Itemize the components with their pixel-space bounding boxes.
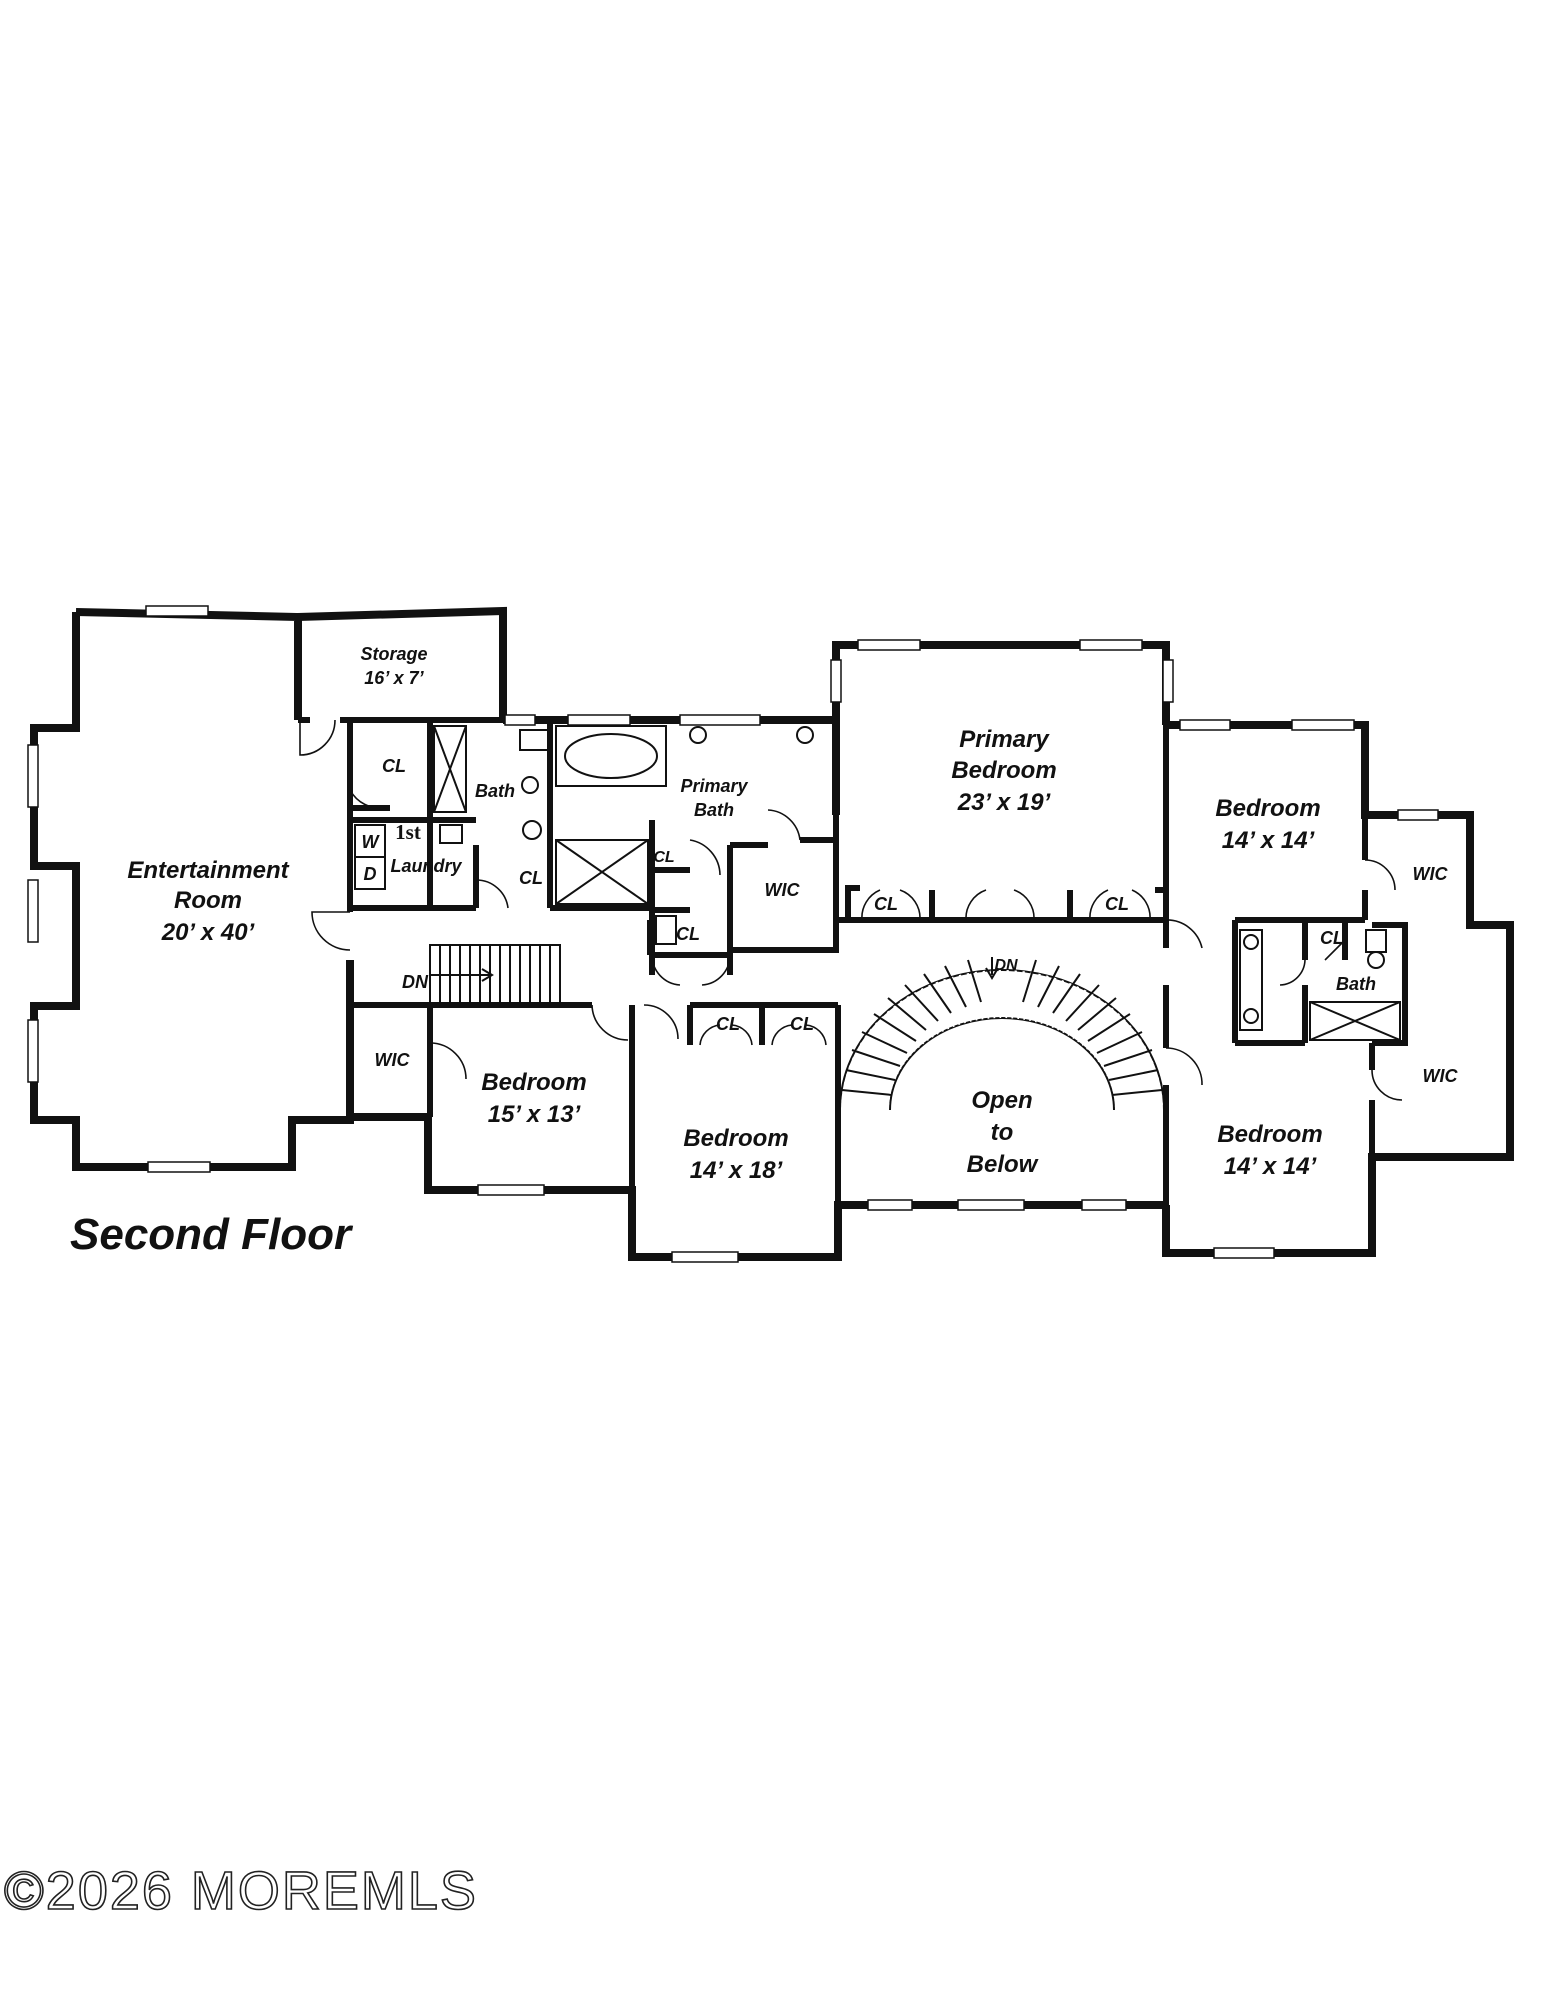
windows — [27, 605, 1439, 1263]
cl-label-hall: CL — [519, 868, 543, 888]
cl-label-primary-right: CL — [1105, 894, 1129, 914]
bath-label-left: Bath — [475, 781, 515, 801]
entertainment-room-label-2: Room — [174, 887, 242, 914]
wic-label-se: WIC — [1423, 1066, 1459, 1086]
cl-label-laundry: CL — [382, 756, 406, 776]
primary-bedroom-label-2: Bedroom — [951, 757, 1056, 784]
cl-label-bath-right: CL — [1320, 928, 1344, 948]
floor-title: Second Floor — [70, 1210, 352, 1259]
bedroom-ne-label: Bedroom — [1215, 795, 1320, 822]
cl-label-pb2: CL — [676, 924, 700, 944]
storage-label: Storage — [360, 644, 427, 664]
wic-label-w: WIC — [375, 1050, 411, 1070]
bedroom-w-size: 15’ x 13’ — [488, 1101, 581, 1128]
cl-label-mid2: CL — [790, 1014, 814, 1034]
room-labels: Storage 16’ x 7’ Entertainment Room 20’ … — [127, 644, 1458, 1184]
curved-staircase — [839, 957, 1165, 1111]
bedroom-mid-label: Bedroom — [683, 1125, 788, 1152]
bedroom-se-label: Bedroom — [1217, 1121, 1322, 1148]
cl-label-mid1: CL — [716, 1014, 740, 1034]
wic-label-ne: WIC — [1413, 864, 1449, 884]
primary-bedroom-size: 23’ x 19’ — [957, 789, 1051, 816]
wic-label-primary: WIC — [765, 880, 801, 900]
primary-bath-label-2: Bath — [694, 800, 734, 820]
dn-label-left: DN — [402, 972, 429, 992]
dryer-label: D — [364, 864, 377, 884]
washer-label: W — [362, 832, 381, 852]
bedroom-ne-size: 14’ x 14’ — [1222, 827, 1315, 854]
storage-size: 16’ x 7’ — [364, 668, 424, 688]
doors — [299, 719, 1403, 1101]
entertainment-room-label: Entertainment — [127, 857, 289, 884]
bedroom-se-size: 14’ x 14’ — [1224, 1153, 1317, 1180]
watermark: ©2026 MOREMLS — [3, 1860, 478, 1922]
interior-walls — [295, 617, 1408, 1253]
open-below-label: Open — [971, 1087, 1032, 1114]
bedroom-mid-size: 14’ x 18’ — [690, 1157, 783, 1184]
primary-bath-label: Primary — [680, 776, 748, 796]
laundry-label: Laundry — [390, 856, 462, 876]
primary-bedroom-label: Primary — [959, 726, 1050, 753]
cl-label-primary-left: CL — [874, 894, 898, 914]
straight-stairs — [429, 944, 561, 1004]
dn-label-curved: DN — [994, 957, 1018, 974]
open-below-label-3: Below — [967, 1151, 1039, 1178]
bath-label-right: Bath — [1336, 974, 1376, 994]
bedroom-w-label: Bedroom — [481, 1069, 586, 1096]
entertainment-room-size: 20’ x 40’ — [161, 919, 255, 946]
cl-label-pb1: CL — [653, 849, 674, 866]
laundry-tag: 1st — [395, 820, 421, 844]
open-below-label-2: to — [991, 1119, 1014, 1146]
fixtures — [354, 725, 1401, 1041]
